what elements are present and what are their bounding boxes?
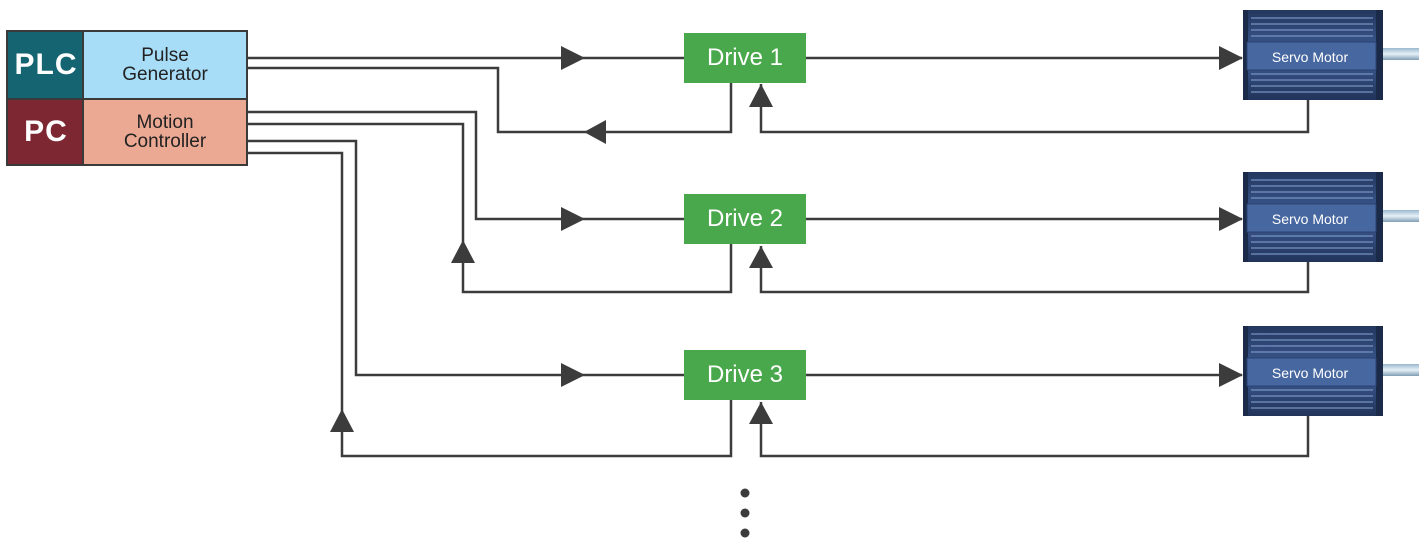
wire-drive-2-feedback	[248, 122, 733, 294]
plc-label: PLC	[14, 48, 78, 81]
continuation-ellipsis	[740, 488, 750, 538]
motion-controller-label-line-1: Motion	[136, 112, 194, 133]
servo-motor-2-graphic	[1243, 172, 1419, 262]
drive-1-box: Drive 1	[684, 33, 806, 83]
ellipsis-dot	[740, 488, 750, 498]
wire-motor-3-encoder	[759, 402, 1310, 458]
arrow-up-icon	[749, 246, 773, 268]
drive-1-label: Drive 1	[706, 44, 784, 71]
servo-motor-3-label: Servo Motor	[1271, 365, 1349, 381]
arrow-right-icon	[561, 363, 585, 387]
arrow-up-icon	[749, 84, 773, 107]
arrow-up-icon	[330, 409, 354, 432]
ellipsis-dot	[740, 508, 750, 518]
arrow-right-icon	[1219, 207, 1243, 231]
signal-arrows	[330, 46, 1243, 432]
arrow-right-icon	[1219, 46, 1243, 70]
pulse-generator-block: Pulse Generator	[82, 30, 248, 100]
pc-block: PC	[6, 98, 84, 166]
drive-2-box: Drive 2	[684, 194, 806, 244]
wire-drive-3-feedback	[248, 151, 733, 458]
signal-wires	[248, 56, 1310, 458]
wire-controller-to-drive-2	[248, 110, 684, 221]
servo-motor-1-label: Servo Motor	[1271, 49, 1349, 65]
wire-drive-1-feedback	[248, 66, 733, 134]
arrow-right-icon	[561, 46, 585, 70]
arrow-right-icon	[1219, 363, 1243, 387]
motion-controller-label-line-2: Controller	[123, 131, 207, 152]
arrow-right-icon	[561, 207, 585, 231]
ellipsis-dot	[740, 528, 750, 538]
wire-motor-2-encoder	[759, 246, 1310, 294]
plc-block: PLC	[6, 30, 84, 100]
motion-controller-block: Motion Controller	[82, 98, 248, 166]
servo-motor-1-graphic	[1243, 10, 1419, 100]
servo-motor-2-label: Servo Motor	[1271, 211, 1349, 227]
drive-3-label: Drive 3	[706, 361, 784, 388]
wire-controller-to-drive-3	[248, 139, 684, 377]
drive-2-label: Drive 2	[706, 205, 784, 232]
wire-motor-1-encoder	[759, 84, 1310, 134]
drive-3-box: Drive 3	[684, 350, 806, 400]
arrow-up-icon	[749, 402, 773, 424]
arrow-left-icon	[584, 120, 606, 144]
arrow-up-icon	[451, 240, 475, 263]
servo-motor-3-graphic	[1243, 326, 1419, 416]
pulse-generator-label-line-2: Generator	[122, 64, 208, 85]
pulse-generator-label-line-1: Pulse	[141, 45, 189, 66]
pc-label: PC	[24, 115, 68, 148]
